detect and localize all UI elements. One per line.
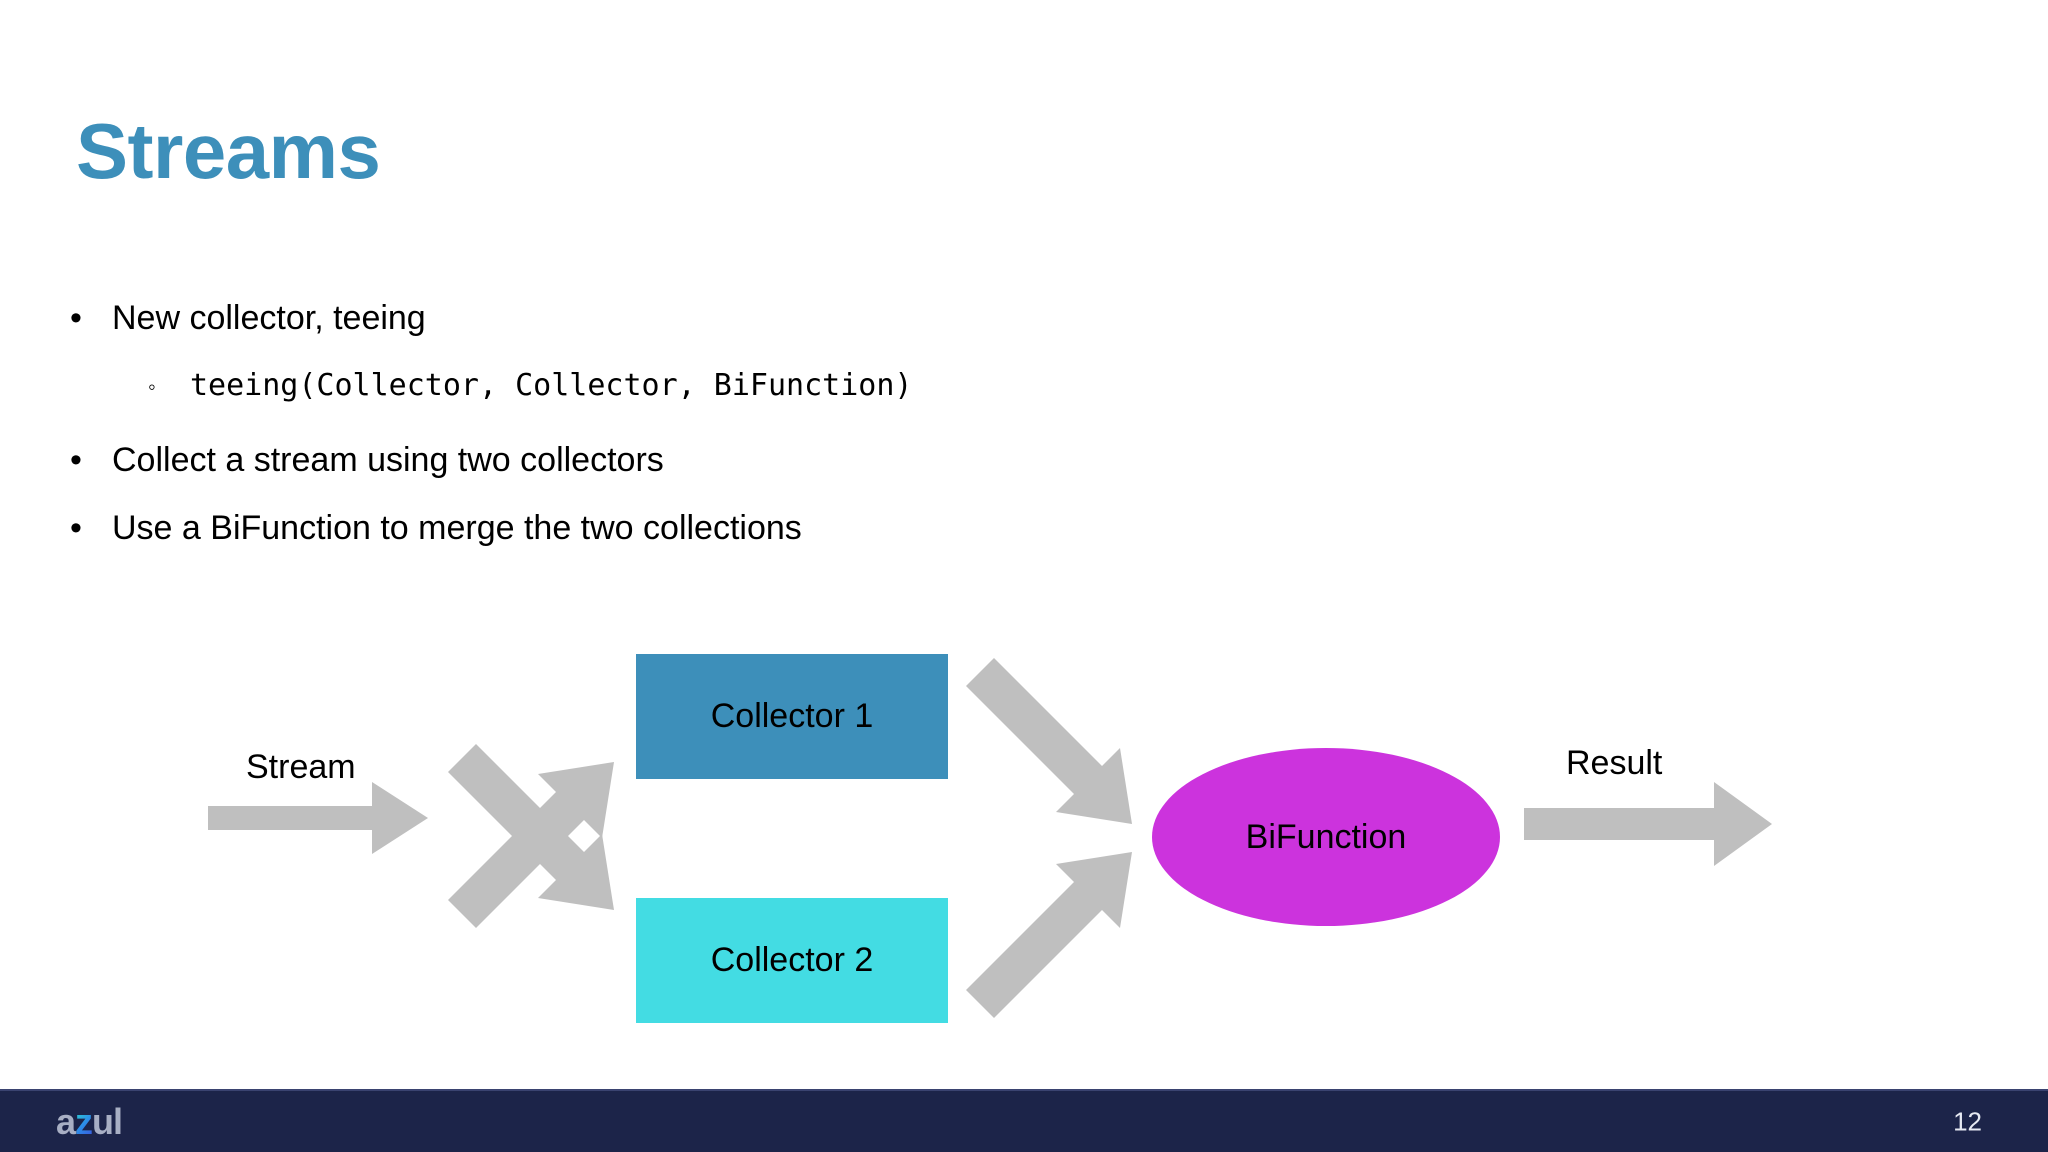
list-item: ◦ teeing(Collector, Collector, BiFunctio… <box>148 363 1570 411</box>
branch-arrow-to-collector2-icon <box>448 744 614 910</box>
bifunction-node: BiFunction <box>1152 748 1500 926</box>
sub-bullet-marker-icon: ◦ <box>148 374 156 399</box>
logo-part-a: a <box>56 1100 76 1142</box>
page-number: 12 <box>1953 1106 1982 1136</box>
result-arrow-icon <box>1524 782 1772 866</box>
merge-arrow-from-collector2-icon <box>966 852 1132 1018</box>
bullet-text: New collector, teeing <box>112 299 426 337</box>
bifunction-label: BiFunction <box>1245 817 1407 856</box>
list-item: • Collect a stream using two collectors <box>70 437 1570 483</box>
list-item: • New collector, teeing <box>70 295 1570 341</box>
collector-2-label: Collector 2 <box>710 941 874 979</box>
bullet-marker-icon: • <box>70 441 82 479</box>
stream-input-label: Stream <box>246 748 356 786</box>
collector-1-node: Collector 1 <box>636 654 948 779</box>
bullet-marker-icon: • <box>70 299 82 337</box>
bullet-text-code: teeing(Collector, Collector, BiFunction) <box>190 368 913 403</box>
list-item: • Use a BiFunction to merge the two coll… <box>70 505 1570 551</box>
merge-arrow-from-collector1-icon <box>966 658 1132 824</box>
stream-arrow-icon <box>208 782 428 854</box>
collector-1-label: Collector 1 <box>710 697 874 735</box>
diagram-arrows <box>208 658 1772 1018</box>
teeing-flow-diagram: Collector 1 Collector 2 BiFunction Strea… <box>0 600 2048 1060</box>
collector-2-node: Collector 2 <box>636 898 948 1023</box>
page-title: Streams <box>76 107 381 195</box>
logo-part-z: z <box>75 1100 93 1142</box>
bullet-text: Collect a stream using two collectors <box>112 441 664 479</box>
result-output-label: Result <box>1566 744 1663 782</box>
logo-part-ul: ul <box>92 1100 123 1142</box>
bullet-text: Use a BiFunction to merge the two collec… <box>112 509 802 547</box>
bullet-list: • New collector, teeing ◦ teeing(Collect… <box>70 295 1570 573</box>
bullet-marker-icon: • <box>70 509 82 547</box>
